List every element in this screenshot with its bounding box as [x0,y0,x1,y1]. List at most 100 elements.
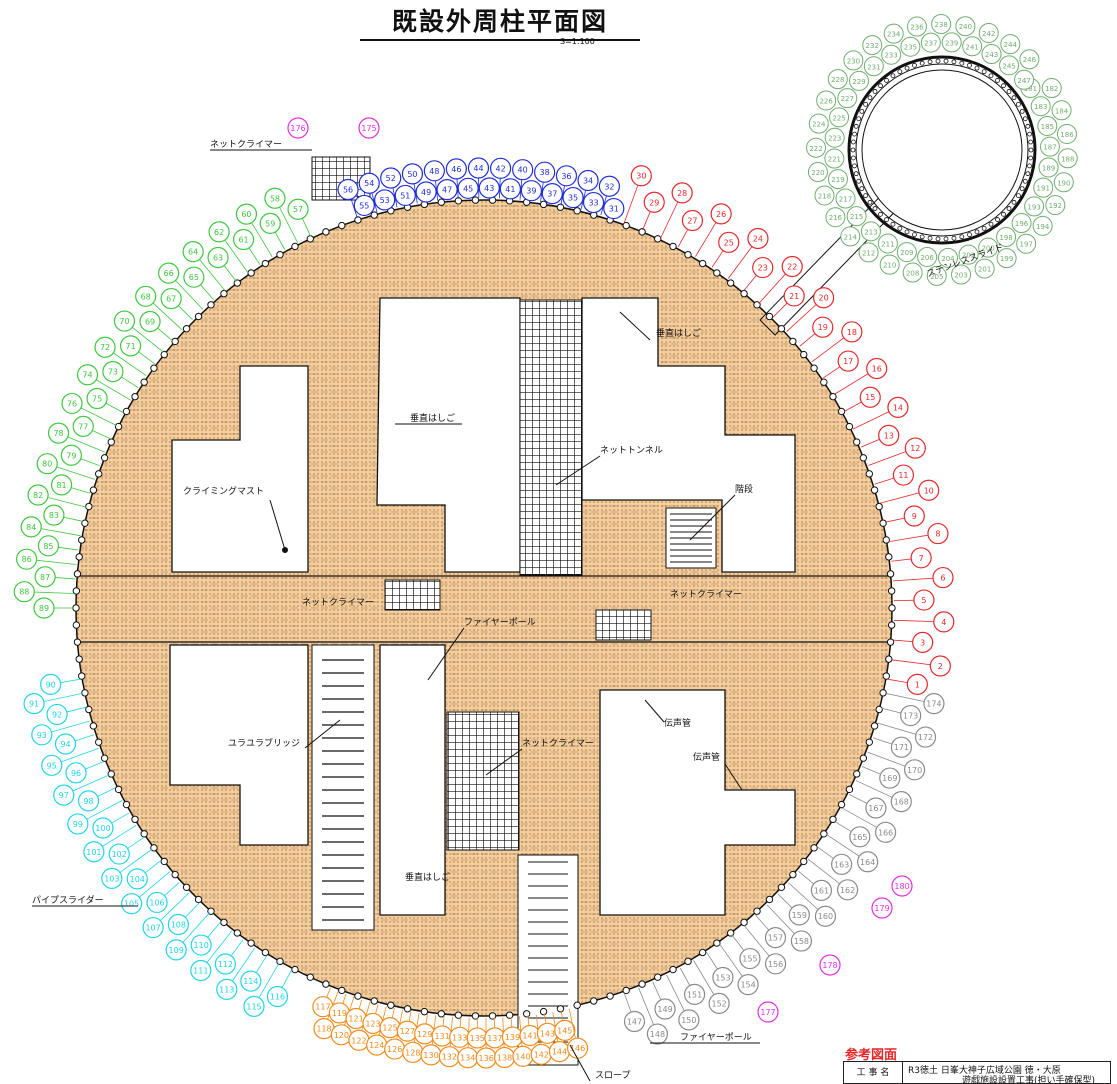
pillar-callout: 37 [541,182,563,205]
pillar-callout: 163 [817,846,853,875]
tower-post [890,221,896,227]
pillar-number: 33 [588,199,598,208]
tower-post [927,59,933,65]
pillar-number: 118 [316,1025,331,1034]
pillar-callout: 217 [835,188,856,209]
pillar-callout: 232 [862,35,883,56]
perimeter-post [471,1012,480,1020]
tower-post [1028,139,1034,145]
pillar-callout: 69 [139,310,174,342]
pillar-callout: 54 [358,172,380,213]
pillar-callout: 40 [512,159,534,200]
pillar-callout: 213 [860,221,881,242]
pillar-callout: 74 [76,364,131,401]
perimeter-post [698,948,707,957]
pillar-number: 99 [73,820,83,829]
tower-post [935,58,941,64]
pillar-callout: 85 [37,535,79,557]
pillar-callout: 137 [484,1017,506,1049]
pillar-number: 208 [906,270,919,278]
pillar-callout: 51 [394,184,416,207]
pillar-number: 95 [47,761,57,770]
perimeter-post [573,207,581,215]
pillar-callout: 28 [660,182,693,239]
pillar-number: 91 [29,700,39,709]
pillar-number: 222 [809,145,822,153]
pillar-number: 74 [82,371,92,380]
pillar-number: 31 [609,205,619,214]
pillar-number: 106 [149,898,164,907]
tower-post [959,234,965,240]
perimeter-post [131,815,139,824]
pillar-callout: 12 [868,437,926,466]
pillar-number: 4 [941,618,946,627]
pillar-number: 60 [241,210,251,219]
pillar-callout: 68 [135,285,183,331]
pillar-number: 1 [915,680,920,689]
pillar-callout: 183 [1030,96,1051,117]
pillar-callout: 47 [436,179,458,201]
tower-post [1027,131,1032,137]
pillar-callout: 11 [874,464,915,486]
perimeter-post [306,973,314,981]
pillar-callout: 168 [855,780,912,813]
pillar-number: 167 [868,804,883,813]
pillar-number: 123 [365,1019,380,1028]
pillar-callout: 204 [937,247,958,268]
pillar-callout: 49 [415,181,437,203]
pillar-callout: 215 [846,206,867,227]
label-voice-tube-1: 伝声管 [664,717,691,729]
pillar-callout: 107 [142,892,190,939]
perimeter-post [765,895,774,904]
pillar-number: 226 [819,97,833,105]
pillar-number: 41 [505,185,515,194]
pillar-callout: 243 [981,44,1002,65]
pillar-callout: 86 [15,548,77,570]
pillar-number: 119 [332,1009,347,1018]
pillar-callout: 198 [996,226,1017,247]
perimeter-post [885,553,893,561]
pillar-number: 69 [145,318,155,327]
pillar-callout: 46 [445,158,467,199]
pillar-callout: 193 [1024,196,1045,217]
pillar-callout: 154 [719,943,759,996]
pillar-callout: 35 [562,186,584,209]
pillar-callout: 229 [848,70,869,91]
pillar-callout: 210 [879,254,900,275]
pillar-callout: 165 [833,820,871,848]
pillar-number: 111 [193,966,208,975]
tower-post [974,65,980,71]
tower-post [919,234,925,240]
pillar-callout: 75 [86,387,124,414]
drawing-scale: S=1:100 [560,37,595,46]
tower-post [872,206,878,211]
pillar-callout: 219 [827,169,848,190]
perimeter-post [726,929,735,937]
perimeter-post [859,754,868,762]
pillar-callout: 234 [883,23,904,44]
pillar-callout: 167 [849,794,887,819]
pillar-number: 93 [37,731,47,740]
perimeter-post [875,502,883,511]
pillar-callout: 10 [880,479,940,504]
pillar-number: 105 [124,900,139,909]
label-vertical-ladder-1: 垂直はしご [410,412,455,424]
perimeter-post [887,621,896,629]
pillar-callout: 109 [165,912,210,961]
pillar-callout: 19 [799,316,834,347]
pillar-callout: 78 [47,422,105,453]
pillar-number: 49 [421,188,431,197]
tower-post [850,155,856,161]
pillar-number: 72 [100,343,110,352]
pillar-callout: 87 [34,566,76,588]
pillar-callout: 1 [887,673,928,696]
pillar-callout: 244 [1000,34,1021,55]
perimeter-post [160,350,168,359]
pillar-callout: 84 [20,516,81,538]
pillar-number: 209 [900,249,913,257]
pillar-callout: 222 [806,137,827,158]
pillar-callout: 164 [825,833,879,873]
pillar-callout: 65 [183,266,214,301]
pillar-number: 27 [687,217,697,226]
pillar-number: 62 [214,228,224,237]
